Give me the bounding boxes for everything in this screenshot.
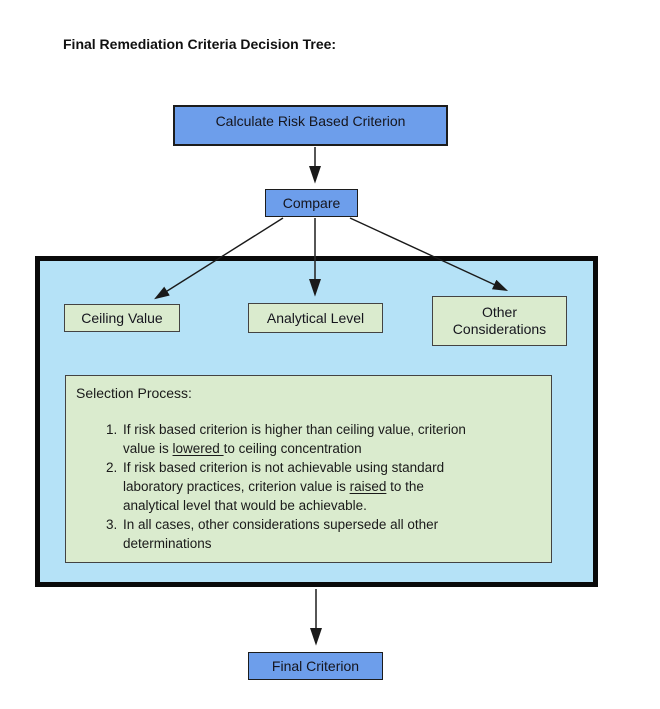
node-label: Ceiling Value: [81, 309, 163, 326]
node-final-criterion: Final Criterion: [248, 652, 383, 680]
node-label: Calculate Risk Based Criterion: [215, 113, 406, 129]
node-analytical-level: Analytical Level: [248, 303, 383, 333]
selection-process-item: In all cases, other considerations super…: [121, 515, 539, 553]
node-ceiling-value: Ceiling Value: [64, 304, 180, 332]
selection-process-list: If risk based criterion is higher than c…: [66, 420, 551, 553]
selection-process-item: If risk based criterion is higher than c…: [121, 420, 539, 458]
node-label: Final Criterion: [271, 657, 360, 674]
selection-process-heading: Selection Process:: [76, 385, 192, 401]
node-compare: Compare: [265, 189, 358, 217]
selection-process-item: If risk based criterion is not achievabl…: [121, 458, 539, 515]
node-calculate-risk-based-criterion: Calculate Risk Based Criterion: [173, 105, 448, 146]
selection-process-box: Selection Process: If risk based criteri…: [65, 375, 552, 563]
node-label: Compare: [282, 194, 341, 211]
node-label: Other Considerations: [452, 304, 547, 337]
node-label: Analytical Level: [266, 309, 365, 326]
page-title: Final Remediation Criteria Decision Tree…: [63, 36, 337, 52]
node-other-considerations: Other Considerations: [432, 296, 567, 346]
